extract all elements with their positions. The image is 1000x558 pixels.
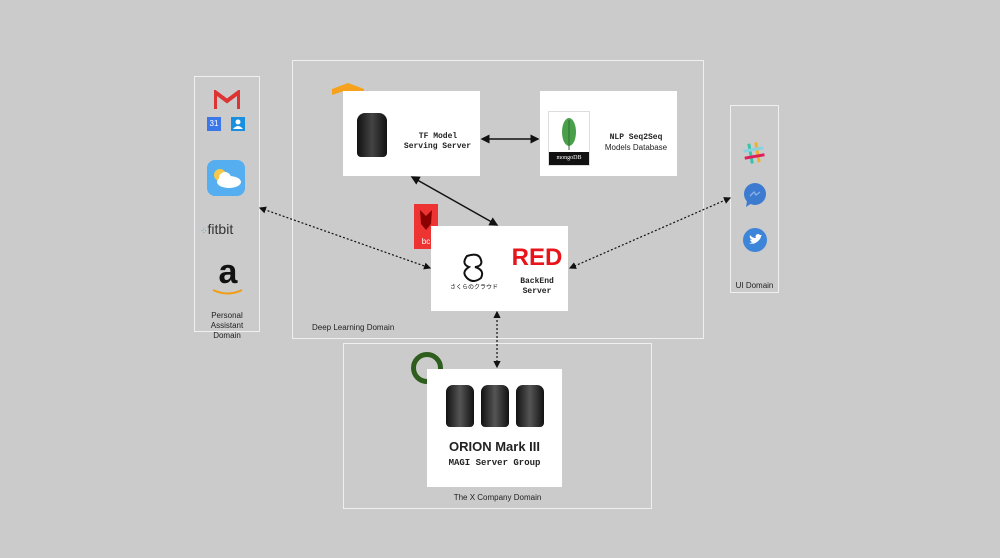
red-brand-text: RED	[511, 244, 563, 271]
server-icon-3	[516, 385, 544, 427]
sakura-cloud-logo: さくらのクラウド	[449, 252, 499, 292]
x-company-domain-label: The X Company Domain	[453, 493, 542, 502]
backend-line2: Server	[522, 287, 552, 296]
svg-text:bc: bc	[422, 237, 430, 246]
mongodb-logo: mongoDB	[548, 111, 590, 166]
personal-assistant-domain-label: Personal Assistant Domain	[210, 311, 244, 340]
orion-server-group-node: ORION Mark III MAGI Server Group	[427, 369, 562, 487]
twitter-icon	[743, 228, 767, 252]
fitbit-logo: ⁘fitbit	[200, 221, 256, 239]
orion-subtitle: MAGI Server Group	[448, 458, 541, 468]
ui-domain-label: UI Domain	[735, 281, 774, 290]
ui-backend-link	[568, 197, 732, 269]
backend-line1: BackEnd	[520, 277, 554, 286]
weather-icon	[207, 160, 245, 196]
pa-backend-link	[258, 206, 432, 270]
server-icon	[357, 113, 387, 157]
mongo-line1: NLP Seq2Seq	[609, 133, 663, 142]
sakura-cloud-text: さくらのクラウド	[449, 285, 498, 291]
mongo-line2: Models Database	[604, 143, 668, 152]
tf-server-line2: Serving Server	[403, 142, 472, 151]
orion-title: ORION Mark III	[448, 439, 541, 454]
deep-learning-domain-label: Deep Learning Domain	[312, 323, 395, 332]
mongodb-models-node: mongoDB NLP Seq2Seq Models Database	[540, 91, 677, 176]
backend-server-node: さくらのクラウド RED BackEnd Server	[431, 226, 568, 311]
personal-assistant-domain	[194, 76, 260, 332]
fitbit-dots-icon: ⁘	[200, 226, 208, 236]
fitbit-text: fitbit	[207, 221, 234, 237]
mongodb-logo-text: mongoDB	[549, 152, 589, 165]
server-icon-2	[481, 385, 509, 427]
messenger-icon	[743, 183, 767, 207]
amazon-logo: a	[210, 255, 246, 297]
tf-backend-link	[410, 176, 499, 226]
google-calendar-icon: 31	[207, 117, 221, 131]
google-contacts-icon	[231, 117, 245, 131]
tf-serving-server-node: TF Model Serving Server	[343, 91, 480, 176]
gmail-icon	[214, 90, 240, 110]
server-icon-1	[446, 385, 474, 427]
slack-icon	[742, 141, 766, 165]
tf-server-line1: TF Model	[418, 132, 458, 141]
